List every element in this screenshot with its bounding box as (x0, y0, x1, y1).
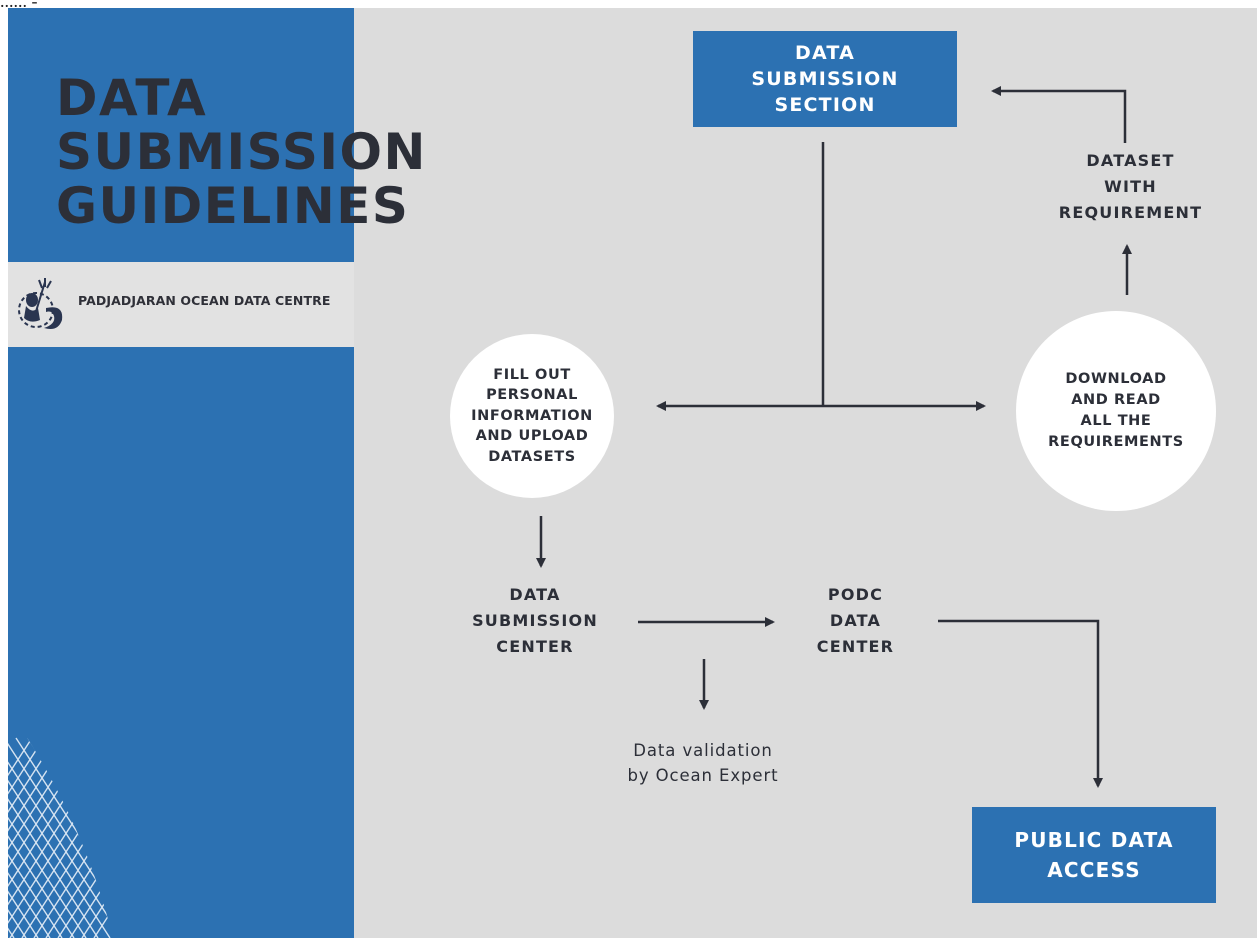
node-line: CENTER (816, 637, 895, 656)
node-line: AND UPLOAD (475, 428, 589, 445)
node-line: PUBLIC DATA (1014, 828, 1174, 852)
logo-band: PADJADJARAN OCEAN DATA CENTRE (8, 262, 354, 347)
download-requirements-circle: DOWNLOAD AND READ ALL THE REQUIREMENTS (1016, 311, 1216, 511)
image-caption: ...... - (0, 0, 38, 11)
data-submission-center-label: DATA SUBMISSION CENTER (445, 582, 625, 660)
arrow-podc-to-public (938, 619, 1103, 788)
node-line: AND READ (1071, 392, 1161, 408)
node-line: ALL THE (1080, 413, 1152, 429)
fill-out-circle: FILL OUT PERSONAL INFORMATION AND UPLOAD… (450, 334, 614, 498)
node-line: FILL OUT (493, 366, 571, 383)
node-line: DATA (829, 611, 882, 630)
title-line: SUBMISSION (56, 123, 427, 181)
node-line: SECTION (774, 94, 876, 116)
node-line: DATASET (1086, 151, 1175, 170)
node-line: REQUIREMENTS (1048, 434, 1184, 450)
node-line: Data validation (633, 741, 773, 760)
node-line: DATASETS (488, 448, 576, 465)
node-line: PODC (827, 585, 884, 604)
podc-data-center-label: PODC DATA CENTER (778, 582, 933, 660)
data-validation-label: Data validation by Ocean Expert (593, 738, 813, 788)
node-line: INFORMATION (471, 407, 593, 424)
poster: PADJADJARAN OCEAN DATA CENTRE DATA SUBMI… (8, 8, 1257, 938)
arrow-dataset-to-section (991, 86, 1127, 143)
node-line: DOWNLOAD (1065, 371, 1167, 387)
dataset-with-requirement-label: DATASET WITH REQUIREMENT (1038, 148, 1223, 226)
node-line: DATA (795, 42, 855, 64)
organization-name: PADJADJARAN OCEAN DATA CENTRE (78, 293, 331, 308)
mermaid-trident-logo-icon (18, 278, 63, 329)
node-line: REQUIREMENT (1058, 203, 1203, 222)
node-line: CENTER (496, 637, 574, 656)
node-line: WITH (1104, 177, 1157, 196)
title-line: GUIDELINES (56, 177, 410, 235)
node-line: SUBMISSION (751, 68, 899, 90)
node-line: DATA (509, 585, 561, 604)
data-submission-section-box: DATA SUBMISSION SECTION (693, 31, 957, 127)
node-line: by Ocean Expert (627, 766, 779, 785)
title-line: DATA (56, 69, 208, 127)
node-line: ACCESS (1047, 858, 1141, 882)
node-line: SUBMISSION (472, 611, 598, 630)
flow-connectors (536, 86, 1132, 788)
public-data-access-box: PUBLIC DATA ACCESS (972, 807, 1216, 903)
mesh-net-pattern (8, 737, 113, 938)
node-line: PERSONAL (486, 387, 578, 404)
left-blue-panel: PADJADJARAN OCEAN DATA CENTRE (8, 8, 354, 938)
main-title: DATA SUBMISSION GUIDELINES (56, 71, 427, 233)
